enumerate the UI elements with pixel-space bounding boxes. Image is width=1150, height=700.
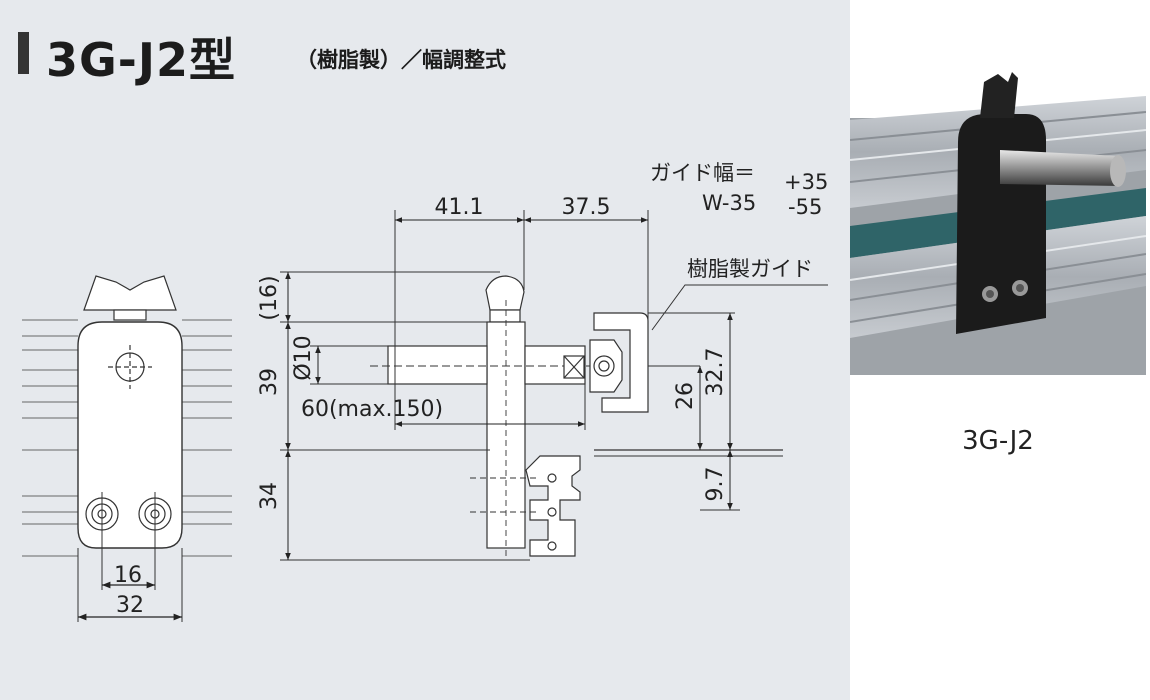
dim-34: 34 <box>257 482 282 510</box>
dim-41-1: 41.1 <box>435 195 484 220</box>
guide-width-formula: W-35 <box>702 191 756 215</box>
guide-width-label: ガイド幅＝ <box>650 161 755 185</box>
dim-32: 32 <box>116 593 144 618</box>
dim-16-paren: (16) <box>257 275 282 320</box>
rail-profile <box>525 455 581 557</box>
model-title: 3G-J2型 <box>46 33 236 87</box>
resin-guide-label: 樹脂製ガイド <box>687 257 813 281</box>
dim-60-max150: 60(max.150) <box>301 397 443 422</box>
rail-lines <box>22 319 232 557</box>
dim-16: 16 <box>114 563 142 588</box>
bracket-body <box>77 321 183 549</box>
title-accent-bar <box>18 32 29 74</box>
dim-26: 26 <box>673 382 698 410</box>
dim-37-5: 37.5 <box>562 195 611 220</box>
guide-width-minus: -55 <box>788 195 822 219</box>
dim-9-7: 9.7 <box>703 467 728 502</box>
model-subtitle: （樹脂製）／幅調整式 <box>296 48 506 72</box>
technical-drawing: 16 32 <box>22 161 828 622</box>
knob-shape <box>83 275 177 311</box>
product-photo <box>849 0 1147 413</box>
dim-phi10: Ø10 <box>291 335 316 380</box>
front-view <box>22 275 232 622</box>
guide-width-plus: +35 <box>784 170 828 194</box>
photo-caption: 3G-J2 <box>962 426 1034 456</box>
dim-39: 39 <box>257 368 282 396</box>
dim-32-7: 32.7 <box>703 348 728 397</box>
side-view <box>370 275 649 560</box>
